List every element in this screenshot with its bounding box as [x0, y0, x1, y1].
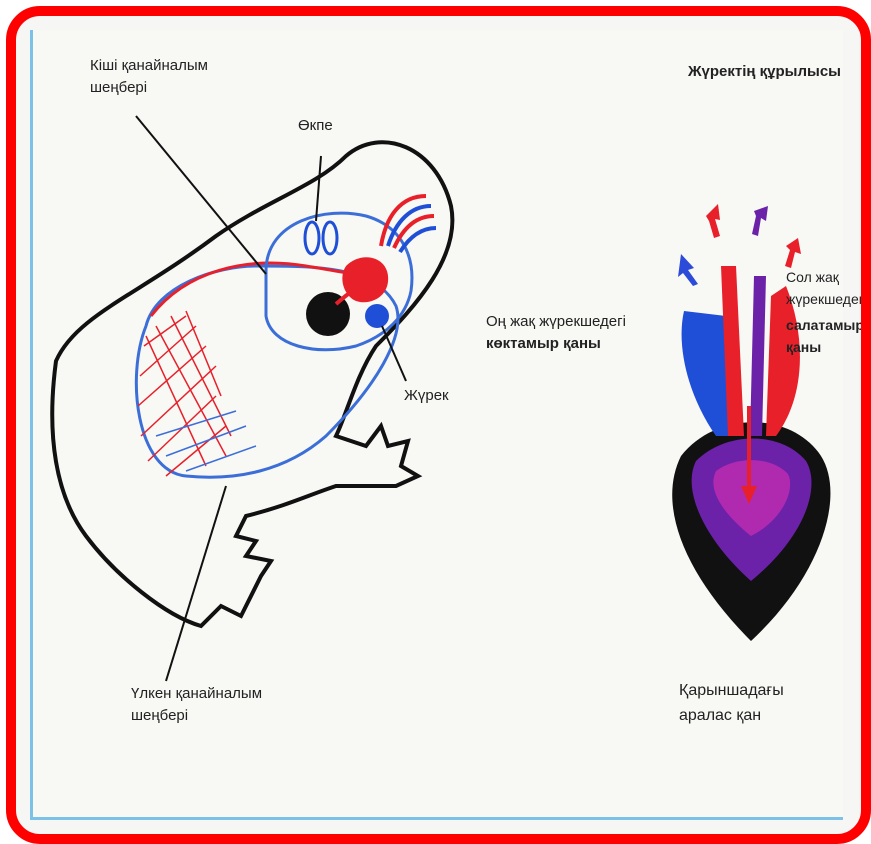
label-right-atrium-1: Оң жақ жүрекшедегі — [486, 312, 626, 331]
pulmonary-vessels — [381, 196, 436, 252]
pointer-heart — [382, 326, 406, 381]
capillary-net — [138, 311, 256, 476]
label-ventricle-1: Қарыншадағы — [679, 681, 784, 700]
flow-arrows — [678, 204, 801, 286]
label-left-atrium-3: салатамыр — [786, 316, 864, 335]
left-lung — [305, 222, 319, 254]
label-left-atrium-4: қаны — [786, 338, 821, 357]
label-big-circle-1: Үлкен қанайналым — [131, 684, 262, 703]
label-lung: Өкпе — [298, 116, 333, 135]
label-big-circle-2: шеңбері — [131, 706, 188, 725]
heart-blue — [365, 304, 389, 328]
heart-structure-title: Жүректің құрылысы — [688, 62, 841, 81]
red-frame: Кіші қанайналым шеңбері Өкпе Жүрек Үлкен… — [6, 6, 871, 844]
label-heart: Жүрек — [404, 386, 449, 405]
label-ventricle-2: аралас қан — [679, 706, 761, 725]
right-atrium-blue — [682, 311, 731, 436]
pointer-big-circle — [166, 486, 226, 681]
pointer-lung — [316, 156, 321, 221]
right-lung — [323, 222, 337, 254]
label-right-atrium-2: көктамыр қаны — [486, 334, 601, 353]
label-left-atrium-2: жүрекшедегі — [786, 290, 867, 309]
aorta-purple — [750, 276, 766, 436]
label-small-circle-2: шеңбері — [90, 78, 147, 97]
label-small-circle-1: Кіші қанайналым — [90, 56, 208, 75]
label-left-atrium-1: Сол жақ — [786, 268, 839, 287]
pointer-small-circle — [136, 116, 266, 274]
